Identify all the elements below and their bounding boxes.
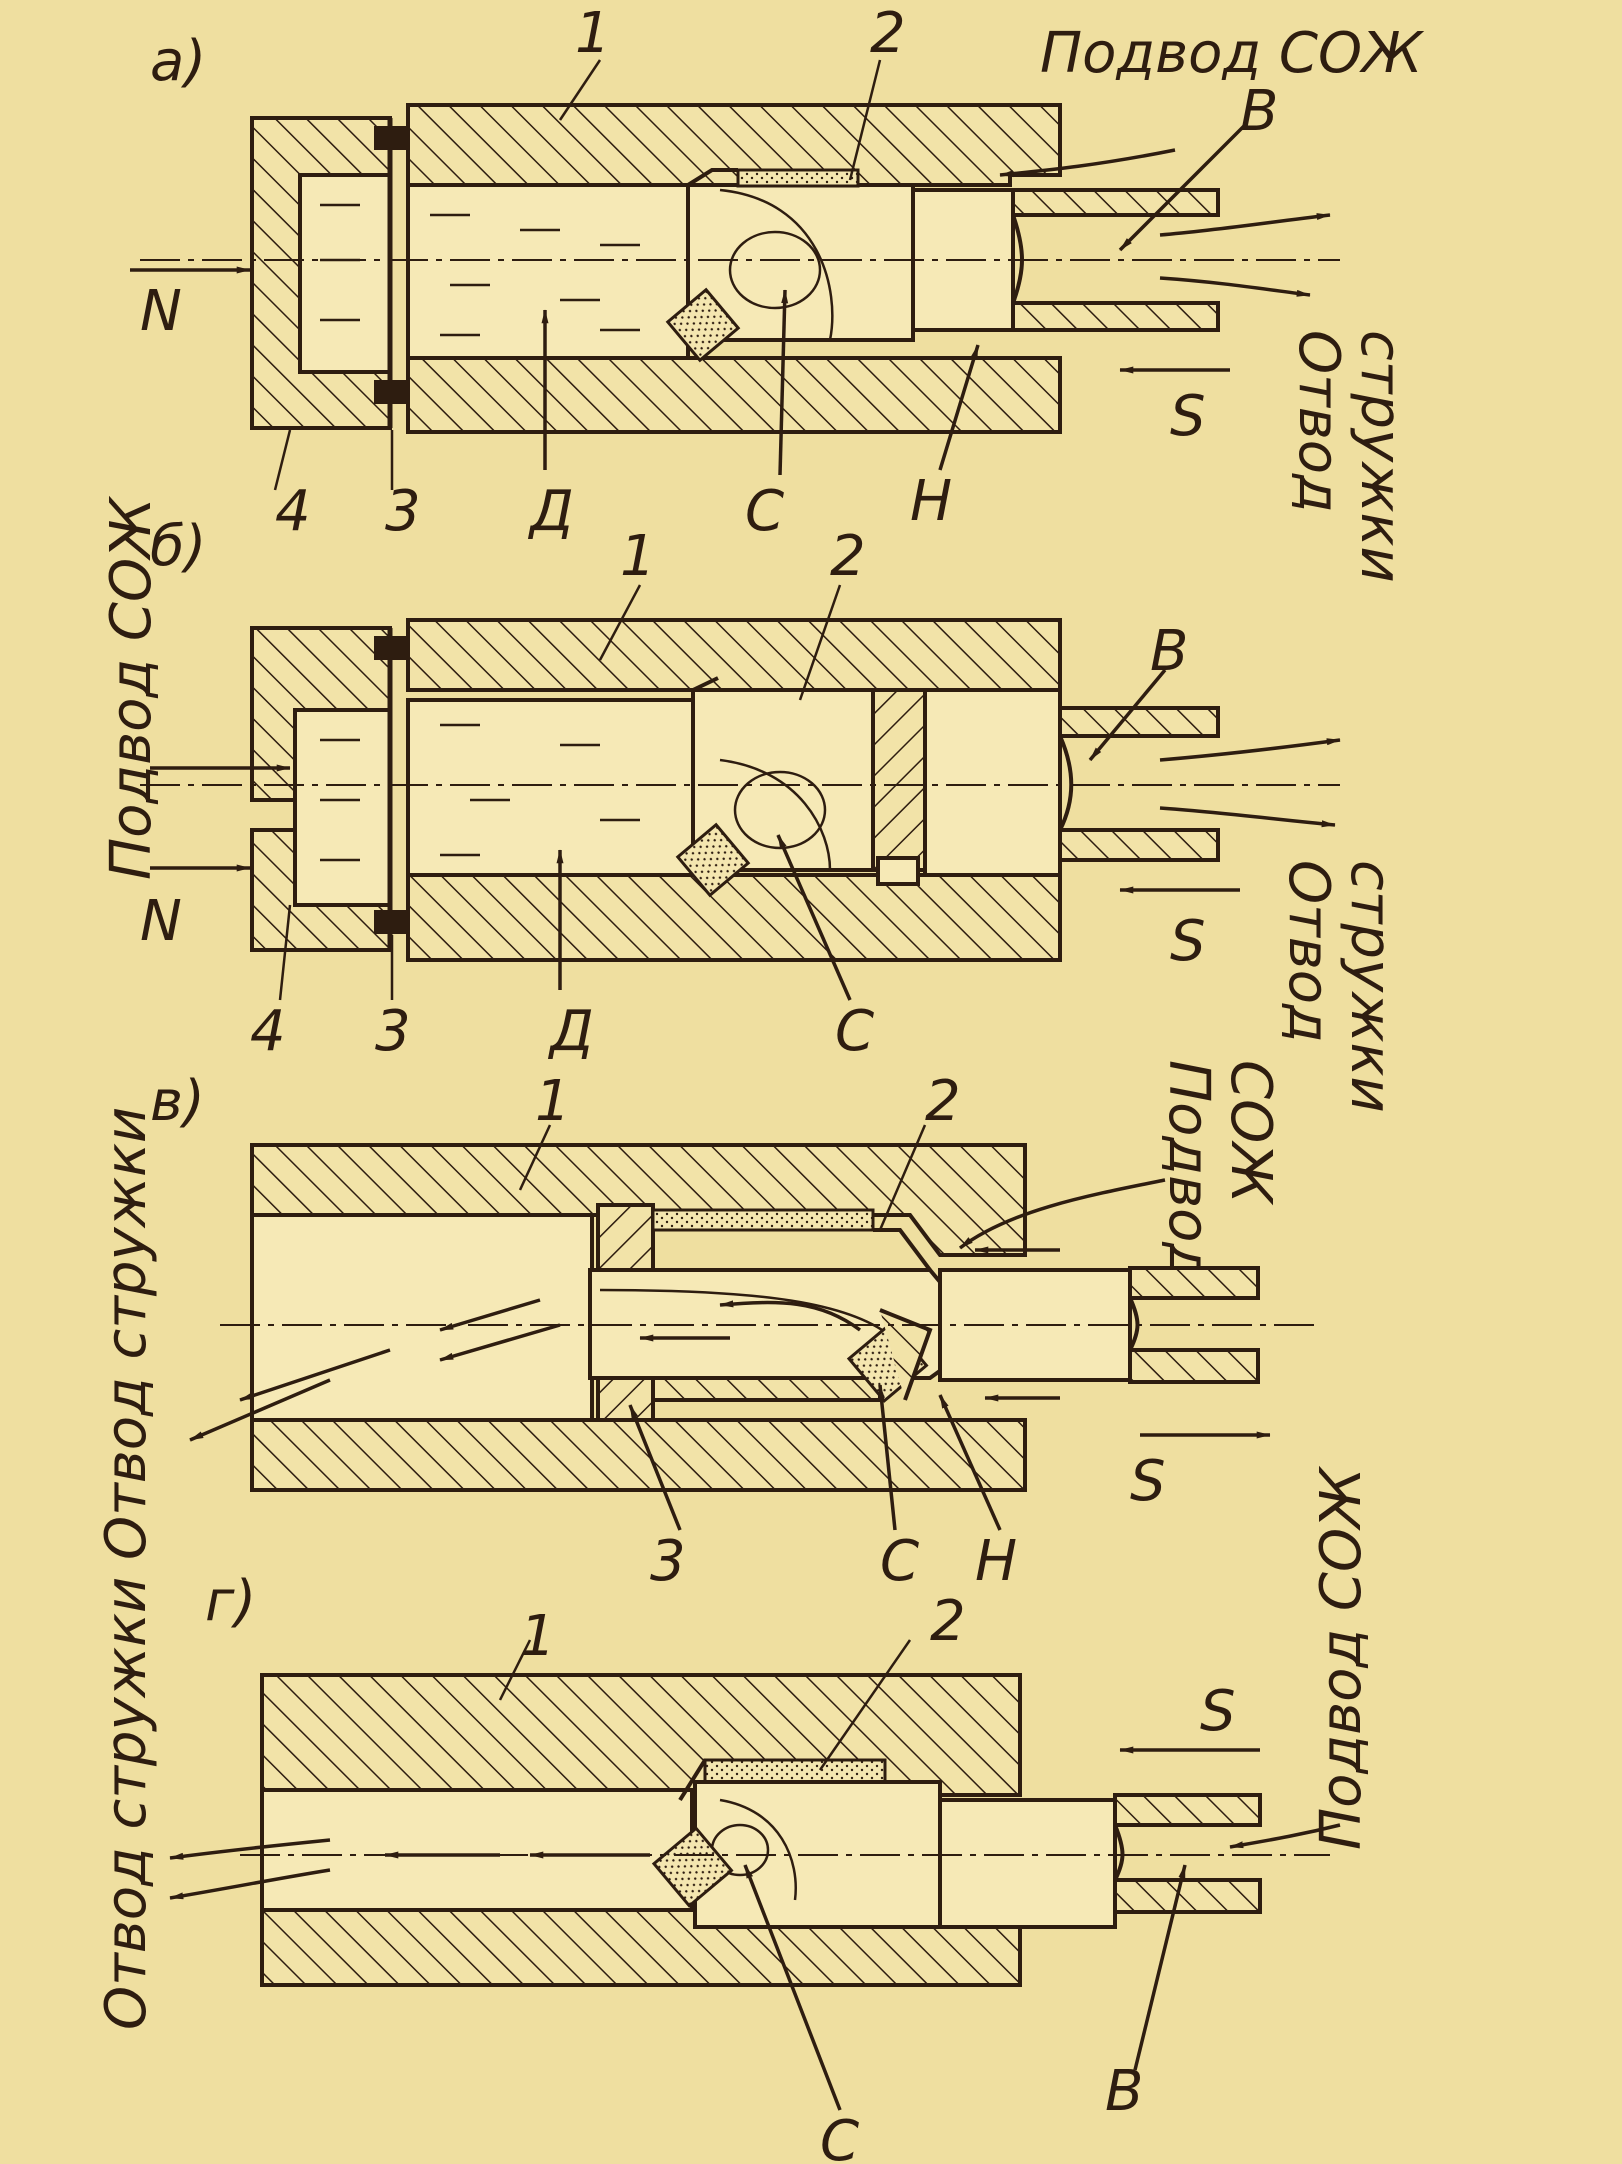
shank-b: [923, 688, 1062, 877]
coolant-arrow-a: [999, 148, 1176, 178]
cutting-insert-b: [675, 822, 751, 898]
panel-b: б) Подвод СОЖ: [99, 495, 1403, 1113]
chip-removal-label-a: Отвод стружки: [1286, 330, 1413, 583]
label-4-b: 4: [250, 999, 286, 1064]
shank-g: [938, 1798, 1117, 1929]
body-top-b: [406, 618, 1062, 692]
label-3-a: 3: [385, 479, 421, 544]
label-c-g: С: [820, 2109, 859, 2164]
panel-v: в) Отвод стружки Подвод СОЖ: [94, 1060, 1320, 1594]
cutting-insert-a: [665, 287, 741, 363]
label-1-a: 1: [575, 1, 611, 66]
body-top-g: [260, 1673, 1022, 1797]
label-c-b: С: [835, 999, 874, 1064]
label-2-v: 2: [925, 1069, 961, 1134]
label-c-v: С: [880, 1529, 919, 1594]
label-d-a: Д: [527, 479, 574, 544]
coolant-supply-label-v: Подвод СОЖ: [1156, 1060, 1283, 1281]
panel-g: г) Отвод стружки Подвод СОЖ 1 2: [94, 1465, 1374, 2164]
label-4-a: 4: [275, 479, 311, 544]
body-bottom-a: [406, 356, 1062, 434]
label-s-b: S: [1170, 909, 1206, 974]
guide-pad-a: [736, 168, 860, 188]
label-d-b: Д: [547, 999, 594, 1064]
body-bottom-b: [406, 873, 1062, 962]
guide-rings-b: [871, 688, 927, 872]
liquid-chamber-b: [406, 698, 695, 877]
svg-text:Отвод: Отвод: [1286, 330, 1351, 513]
label-b-b: В: [1150, 619, 1188, 684]
svg-text:СОЖ: СОЖ: [1218, 1060, 1283, 1206]
label-c-a: С: [745, 479, 784, 544]
guide-ring-bottom-v: [596, 1376, 655, 1422]
panel-letter-a: а): [150, 29, 206, 94]
cutting-insert-g: [651, 1826, 734, 1908]
svg-text:Подвод: Подвод: [1156, 1060, 1221, 1281]
guide-pad-v: [651, 1208, 875, 1232]
label-2-b: 2: [830, 524, 866, 589]
boring-bar-top-g: [1113, 1793, 1262, 1827]
label-b-a: В: [1240, 79, 1278, 144]
svg-text:Подвод СОЖ: Подвод СОЖ: [1309, 1465, 1374, 1850]
panel-a: а) Подвод СОЖ: [130, 1, 1425, 583]
liquid-chamber-a: [406, 183, 690, 360]
coolant-supply-label-b: Подвод СОЖ: [99, 495, 164, 880]
label-h-v: Н: [975, 1529, 1017, 1594]
label-n-a: N: [140, 279, 182, 344]
label-n-b: N: [140, 889, 182, 954]
guide-pad-g: [703, 1758, 887, 1784]
label-h-a: Н: [910, 469, 952, 534]
chip-removal-label-g: Отвод стружки: [94, 1577, 159, 2030]
svg-text:Подвод СОЖ: Подвод СОЖ: [99, 495, 164, 880]
bore-g: [260, 1788, 694, 1912]
panel-letter-g: г): [205, 1569, 256, 1634]
label-1-g: 1: [520, 1604, 556, 1669]
label-1-v: 1: [535, 1069, 571, 1134]
label-s-v: S: [1130, 1449, 1166, 1514]
label-s-a: S: [1170, 384, 1206, 449]
svg-text:стружки: стружки: [1338, 860, 1403, 1113]
svg-text:стружки: стружки: [1348, 330, 1413, 583]
label-2-g: 2: [930, 1589, 966, 1654]
liquid-lines-b: [320, 723, 640, 862]
svg-text:Отвод: Отвод: [1276, 860, 1341, 1043]
svg-text:Отвод стружки: Отвод стружки: [94, 1107, 159, 1560]
coolant-supply-label-g: Подвод СОЖ: [1309, 1465, 1374, 1850]
label-1-b: 1: [620, 524, 656, 589]
boring-bar-bottom-a: [1011, 301, 1220, 332]
coolant-arrow-v: [958, 1178, 1166, 1250]
svg-text:Отвод стружки: Отвод стружки: [94, 1577, 159, 2030]
label-3-v: 3: [650, 1529, 686, 1594]
coolant-arrow-g: [1229, 1823, 1341, 1849]
boring-bar-top-a: [1011, 188, 1220, 217]
boring-bar-top-b: [1058, 706, 1220, 738]
boring-bar-top-v: [1128, 1266, 1260, 1300]
panel-letter-b: б): [150, 514, 206, 579]
coolant-supply-label-a: Подвод СОЖ: [1040, 21, 1425, 86]
guide-ring-top-v: [596, 1203, 655, 1272]
label-3-b: 3: [375, 999, 411, 1064]
bore-v: [250, 1213, 594, 1422]
body-bottom-v: [250, 1418, 1027, 1492]
boring-bar-bottom-b: [1058, 828, 1220, 862]
label-s-g: S: [1200, 1679, 1236, 1744]
panel-letter-v: в): [150, 1069, 205, 1134]
label-2-a: 2: [870, 1, 906, 66]
chip-removal-label-v: Отвод стружки: [94, 1107, 159, 1560]
chip-removal-label-b: Отвод стружки: [1276, 860, 1403, 1113]
cap-cavity-b: [293, 708, 392, 907]
label-b-g: В: [1105, 2059, 1143, 2124]
body-top-a: [406, 103, 1062, 187]
boring-bar-bottom-g: [1113, 1878, 1262, 1914]
boring-bar-bottom-v: [1128, 1348, 1260, 1384]
chip-flute-a: [728, 230, 822, 310]
